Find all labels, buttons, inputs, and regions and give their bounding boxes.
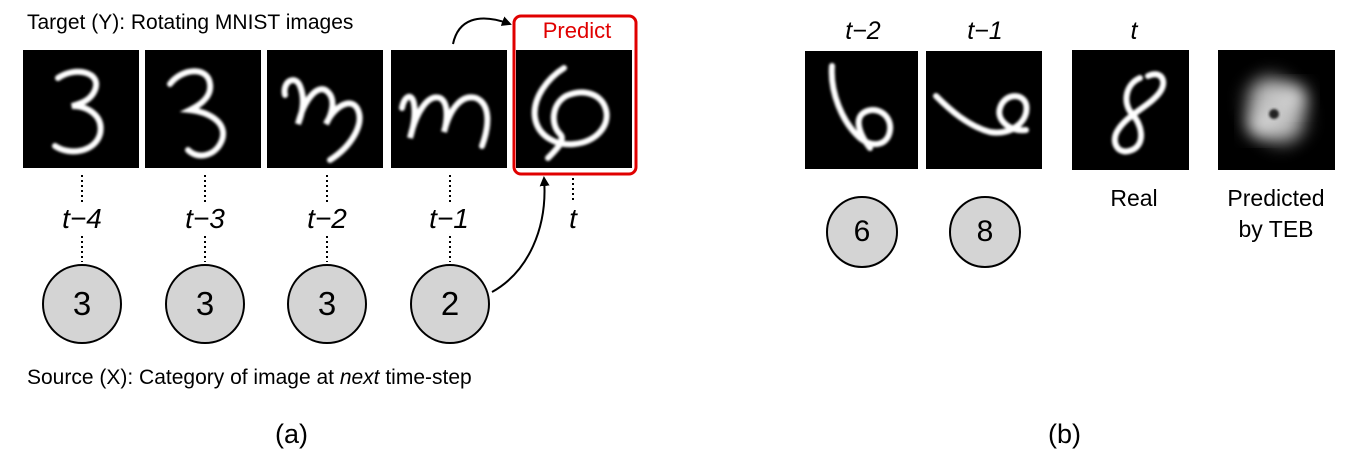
mnist-image-t-4 — [23, 50, 139, 168]
b-time-label-t-2: t−2 — [845, 17, 881, 45]
category-circle-3: 3 — [287, 264, 367, 344]
mnist-image-t-predict — [516, 50, 632, 168]
dotted-connectors-a — [81, 175, 574, 262]
mnist-image-t-1 — [391, 50, 507, 168]
time-label-t-3: t−3 — [185, 203, 225, 234]
source-suffix: time-step — [379, 366, 472, 389]
panel-a-source-caption: Source (X): Category of image at next ti… — [27, 366, 472, 390]
category-circle-1: 3 — [42, 264, 122, 344]
b-mnist-image-t-1 — [926, 51, 1042, 169]
panel-a-caption: (a) — [275, 419, 308, 449]
b-time-label-t: t — [1130, 17, 1138, 45]
arrow-to-predict-top — [452, 16, 512, 45]
predict-highlight-box — [512, 14, 638, 176]
b-category-circle-2: 8 — [949, 196, 1021, 268]
time-label-t: t — [569, 203, 577, 234]
real-label: Real — [1110, 185, 1158, 211]
source-emphasis: next — [339, 366, 380, 389]
b-time-label-t-1: t−1 — [967, 17, 1003, 45]
mnist-image-t-2 — [267, 50, 383, 168]
b-mnist-image-t-2 — [805, 51, 918, 169]
category-circle-4: 2 — [410, 264, 490, 344]
time-label-t-4: t−4 — [62, 203, 102, 234]
panel-b-caption: (b) — [1048, 419, 1081, 449]
source-prefix: Source (X): Category of image at — [27, 366, 340, 389]
time-label-t-2: t−2 — [307, 203, 347, 234]
time-label-t-1: t−1 — [429, 203, 469, 234]
category-circle-2: 3 — [165, 264, 245, 344]
b-predicted-image — [1218, 50, 1335, 170]
arrow-to-predict-bottom — [491, 176, 550, 293]
predicted-label-line2: by TEB — [1238, 216, 1314, 242]
predict-label: Predict — [542, 18, 612, 43]
mnist-image-t-3 — [145, 50, 261, 168]
b-category-circle-1: 6 — [826, 196, 898, 268]
panel-a-title: Target (Y): Rotating MNIST images — [27, 11, 354, 34]
b-mnist-image-real — [1072, 50, 1189, 170]
predicted-label-line1: Predicted — [1227, 185, 1325, 211]
